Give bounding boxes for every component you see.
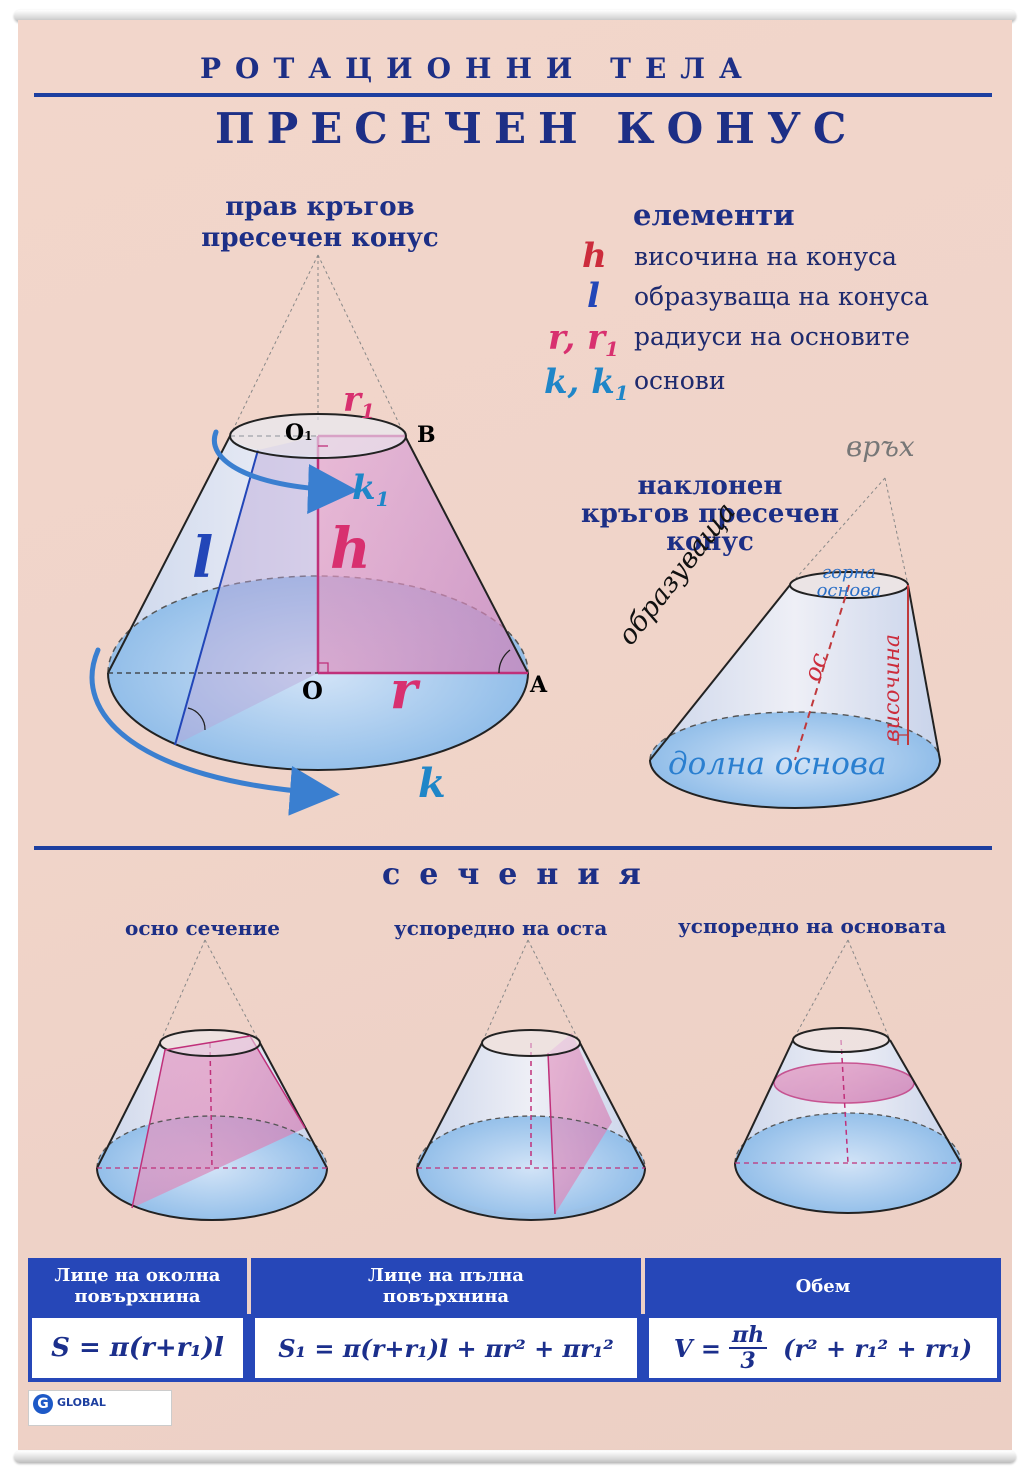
- label-top-base-line-1: горна: [821, 562, 877, 583]
- section-label-parallel-base: успоредно на основата: [678, 914, 947, 938]
- section-axial: [96, 939, 328, 1221]
- label-bottom-base: долна основа: [668, 746, 887, 782]
- oblique-frustum-heading: наклонен кръгов пресечен конус: [530, 472, 890, 556]
- legend-symbol-k: k, k1: [544, 362, 629, 405]
- label-O1: O1: [285, 420, 313, 446]
- bottom-hanger-rod: [14, 1451, 1016, 1463]
- label-top-base-line-2: основа: [816, 580, 882, 601]
- legend-symbol-l: l: [587, 276, 600, 316]
- label-r1: r1: [343, 380, 375, 423]
- label-r: r: [390, 660, 418, 721]
- label-h: h: [330, 516, 371, 582]
- label-l: l: [192, 525, 214, 591]
- sections-title: сечения: [382, 857, 660, 892]
- sections-divider: [34, 846, 992, 850]
- legend-symbol-h: h: [582, 236, 607, 276]
- formula-lateral-area: S = π(r+r₁)l: [32, 1318, 243, 1378]
- legend-symbol-r: r, r1: [548, 318, 619, 361]
- formula-header-total-line-2: повърхнина: [382, 1286, 510, 1307]
- oblique-heading-line-1: наклонен: [637, 471, 783, 501]
- section-parallel-to-base: [734, 939, 962, 1214]
- formula-header-total-line-1: Лице на пълна: [368, 1265, 524, 1286]
- label-O: O: [302, 676, 323, 705]
- legend-text-r: радиуси на основите: [634, 322, 910, 351]
- oblique-heading-line-2: кръгов пресечен: [580, 499, 840, 529]
- label-k1: k1: [352, 468, 390, 511]
- formula-volume-fraction: πh 3: [729, 1323, 768, 1374]
- label-height: височина: [880, 633, 905, 742]
- right-frustum-heading-line-2: пресечен конус: [201, 223, 439, 253]
- title-divider: [34, 93, 992, 97]
- label-B: B: [417, 422, 436, 448]
- legend-text-h: височина на конуса: [634, 242, 897, 271]
- formula-header-lateral-line-2: повърхнина: [74, 1286, 201, 1307]
- label-k: k: [418, 760, 446, 807]
- right-frustum-heading-line-1: прав кръгов: [225, 192, 415, 222]
- page-title: ПРЕСЕЧЕН КОНУС: [215, 104, 859, 153]
- section-label-parallel-axis: успоредно на оста: [394, 916, 608, 940]
- formula-header-lateral-line-1: Лице на околна: [54, 1265, 221, 1286]
- top-hanger-rod: [14, 10, 1016, 22]
- oblique-heading-line-3: конус: [666, 527, 754, 557]
- section-parallel-to-axis: [416, 939, 646, 1221]
- formula-volume-numerator: πh: [729, 1323, 768, 1349]
- label-A: A: [530, 672, 548, 698]
- oblique-frustum: [649, 477, 941, 809]
- right-frustum-heading: прав кръгов пресечен конус: [160, 192, 480, 254]
- formula-header-volume: Обем: [645, 1258, 1001, 1314]
- right-frustum: [89, 254, 529, 816]
- formula-volume-denominator: 3: [740, 1348, 756, 1374]
- section-label-axial: осно сечение: [125, 916, 280, 940]
- logo-text: GLOBAL: [57, 1396, 106, 1409]
- logo-g-icon: G: [33, 1394, 53, 1414]
- title-line-1: РОТАЦИОННИ ТЕЛА: [200, 52, 756, 85]
- label-top-base: горна основа: [812, 564, 886, 600]
- legend-text-l: образуваща на конуса: [634, 282, 929, 311]
- label-apex: връх: [846, 430, 915, 463]
- formula-total-area: S₁ = π(r+r₁)l + πr² + πr₁²: [255, 1318, 637, 1378]
- publisher-logo: G GLOBAL: [28, 1390, 172, 1426]
- legend-text-k: основи: [634, 366, 726, 395]
- formula-volume-left: V =: [673, 1333, 721, 1363]
- elements-heading: елементи: [633, 198, 795, 232]
- formula-volume-right: (r² + r₁² + rr₁): [783, 1333, 973, 1363]
- formula-volume: V = πh 3 (r² + r₁² + rr₁): [649, 1318, 997, 1378]
